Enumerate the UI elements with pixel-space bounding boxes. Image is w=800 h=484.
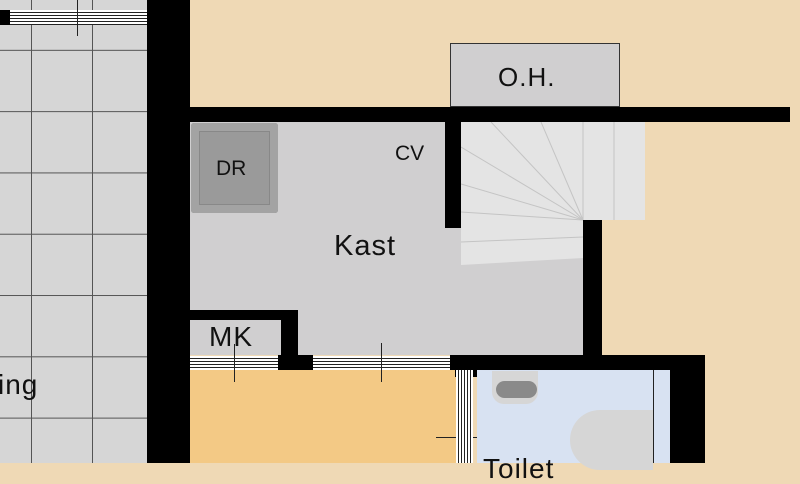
wall-stub (0, 10, 10, 25)
wall-toilet-right (670, 355, 705, 463)
overhang-label: O.H. (498, 62, 556, 92)
wall-stair-left (445, 122, 461, 228)
room-label-living: ing (0, 369, 39, 400)
living-room-floor (0, 0, 147, 463)
dryer-label: DR (216, 157, 247, 180)
window-mark (77, 0, 78, 36)
window-mark (381, 343, 382, 382)
toilet-divider (653, 370, 654, 463)
wall-mk-side (281, 310, 298, 360)
room-label-meter-cupboard: MK (209, 321, 253, 352)
wall-mk-block (278, 355, 313, 370)
window-toilet (456, 370, 473, 463)
staircase (461, 122, 645, 265)
window-top-left (10, 10, 147, 25)
wall-main-vertical (147, 0, 190, 463)
basin (496, 381, 537, 398)
toilet-bowl-icon (570, 410, 653, 470)
hall-floor (190, 370, 456, 463)
dryer (191, 123, 278, 213)
overhang-box (450, 43, 620, 107)
wall-bottom (450, 355, 705, 370)
wall-stair-right (583, 220, 602, 356)
wall-top-horizontal (190, 107, 790, 122)
room-label-toilet: Toilet (483, 453, 555, 484)
room-label-storage: Kast (334, 230, 397, 262)
window-mark (234, 344, 235, 382)
boiler-label: CV (395, 142, 425, 165)
wall-mk-top (190, 310, 298, 320)
